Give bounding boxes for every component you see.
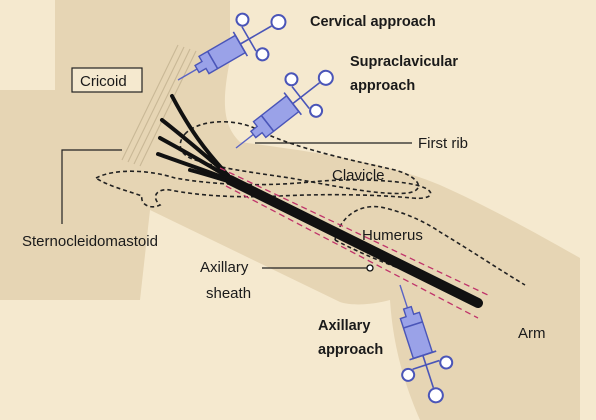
supraclavicular-approach-label-line1: Supraclavicular [350, 54, 458, 70]
supraclavicular-approach-label-line2: approach [350, 78, 415, 94]
cervical-approach-label: Cervical approach [310, 14, 436, 30]
axillary-sheath-label-line1: Axillary [200, 259, 249, 276]
axillary-approach-label-line1: Axillary [318, 318, 370, 334]
axillary-sheath-dot [367, 265, 373, 271]
axillary-sheath-label-line2: sheath [206, 285, 251, 302]
cricoid-label: Cricoid [80, 73, 127, 90]
axillary-approach-label-line2: approach [318, 342, 383, 358]
sternocleidomastoid-label: Sternocleidomastoid [22, 233, 158, 250]
clavicle-label: Clavicle [332, 167, 385, 184]
arm-label: Arm [518, 325, 546, 342]
humerus-label: Humerus [362, 227, 423, 244]
first-rib-label: First rib [418, 135, 468, 152]
